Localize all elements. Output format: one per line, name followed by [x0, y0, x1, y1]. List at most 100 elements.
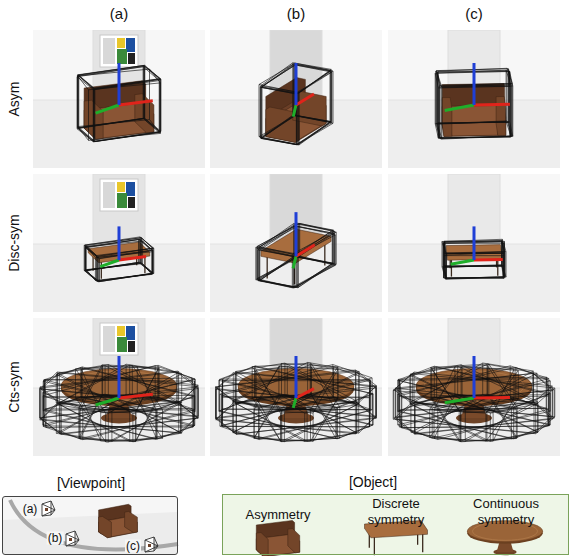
painting-part: [117, 49, 127, 64]
axis-y: [100, 260, 119, 267]
painting-part: [126, 326, 135, 340]
axis-x: [296, 94, 314, 105]
table-leg: [422, 534, 423, 553]
painting-part: [128, 197, 135, 208]
camera-frustum-edges: [66, 531, 79, 546]
painting-part: [117, 337, 127, 352]
axis-x: [119, 101, 153, 105]
render-panel: [33, 318, 205, 456]
axis-z: [473, 356, 476, 398]
camera-label: (a): [22, 503, 39, 516]
painting-frame: [100, 35, 138, 67]
wall: [388, 174, 560, 312]
render-panel: [388, 174, 560, 312]
painting-part: [117, 326, 125, 336]
painting-part: [103, 182, 115, 208]
camera-label: (b): [47, 532, 64, 545]
painting-part: [117, 38, 125, 48]
row-label: Cts-sym: [6, 361, 22, 412]
axis-y: [445, 398, 474, 403]
axis-x: [119, 394, 153, 398]
axis-z: [295, 63, 298, 105]
axis-y: [293, 398, 296, 408]
column-header: (b): [287, 6, 305, 22]
axis-x: [474, 258, 503, 262]
axis-x: [474, 103, 510, 107]
axis-x: [296, 389, 314, 398]
table-leg: [374, 537, 375, 556]
painting-part: [117, 182, 125, 192]
painting-part: [128, 341, 135, 352]
wall: [210, 318, 382, 456]
wall: [210, 174, 382, 312]
object-part: [125, 511, 138, 532]
painting-part: [126, 38, 135, 52]
wall: [388, 30, 560, 168]
painting-part: [103, 326, 115, 352]
wall: [388, 318, 560, 456]
object-part: [451, 106, 498, 137]
axis-y: [451, 260, 474, 264]
bounding-box-wireframe: [261, 63, 331, 145]
painting-frame: [100, 179, 138, 211]
table-leg: [101, 261, 102, 279]
row-label: Asym: [6, 82, 22, 117]
axis-z: [473, 63, 476, 105]
object-name: Discrete symmetry: [350, 496, 442, 528]
painting-frame: [100, 323, 138, 355]
table-leg: [451, 259, 452, 277]
camera-view-dot: [45, 508, 48, 511]
axis-z: [118, 356, 121, 398]
render-panel: [33, 174, 205, 312]
axis-y: [293, 256, 296, 268]
floor: [388, 100, 560, 168]
wall: [33, 318, 205, 456]
axis-z: [473, 226, 476, 260]
object-part: [99, 516, 112, 537]
axis-y: [445, 105, 474, 110]
object-name: Asymmetry: [246, 507, 311, 523]
room-wall: [3, 497, 177, 554]
render-panel: [210, 174, 382, 312]
painting-part: [128, 53, 135, 64]
axis-z: [295, 212, 298, 256]
object-part: [442, 98, 452, 137]
object-part: [288, 529, 300, 553]
painting-part: [117, 193, 127, 208]
camera-view-dot: [148, 544, 151, 547]
panel-heading: [Viewpoint]: [57, 475, 125, 491]
wall: [33, 174, 205, 312]
camera-frustum-edges: [42, 501, 55, 516]
bounding-box-wireframe: [261, 64, 331, 145]
axis-y: [96, 398, 119, 405]
panel-heading: [Object]: [349, 474, 397, 490]
axis-z: [118, 63, 121, 105]
column-header: (c): [465, 6, 483, 22]
axis-y: [96, 105, 119, 113]
axis-x: [119, 257, 146, 260]
axis-z: [295, 356, 298, 398]
painting-part: [126, 182, 135, 196]
row-label: Disc-sym: [6, 214, 22, 272]
column-header: (a): [110, 6, 128, 22]
render-panel: [388, 318, 560, 456]
object-name: Continuous symmetry: [454, 496, 558, 528]
object-part: [496, 97, 506, 136]
render-panel: [388, 30, 560, 168]
wall: [210, 30, 382, 168]
axis-x: [474, 396, 510, 400]
axis-x: [296, 245, 315, 256]
axis-y: [293, 105, 296, 117]
object-panel: [Object]AsymmetryDiscrete symmetryContin…: [222, 494, 569, 555]
render-panel: [210, 318, 382, 456]
floor: [33, 100, 205, 168]
axis-z: [118, 226, 121, 260]
painting-part: [103, 38, 115, 64]
camera-frustum-edges: [145, 537, 158, 552]
bounding-box-wireframe: [259, 63, 333, 145]
render-panel: [210, 30, 382, 168]
object-part: [256, 533, 268, 556]
render-panel: [33, 30, 205, 168]
camera-label: (c): [125, 540, 141, 553]
